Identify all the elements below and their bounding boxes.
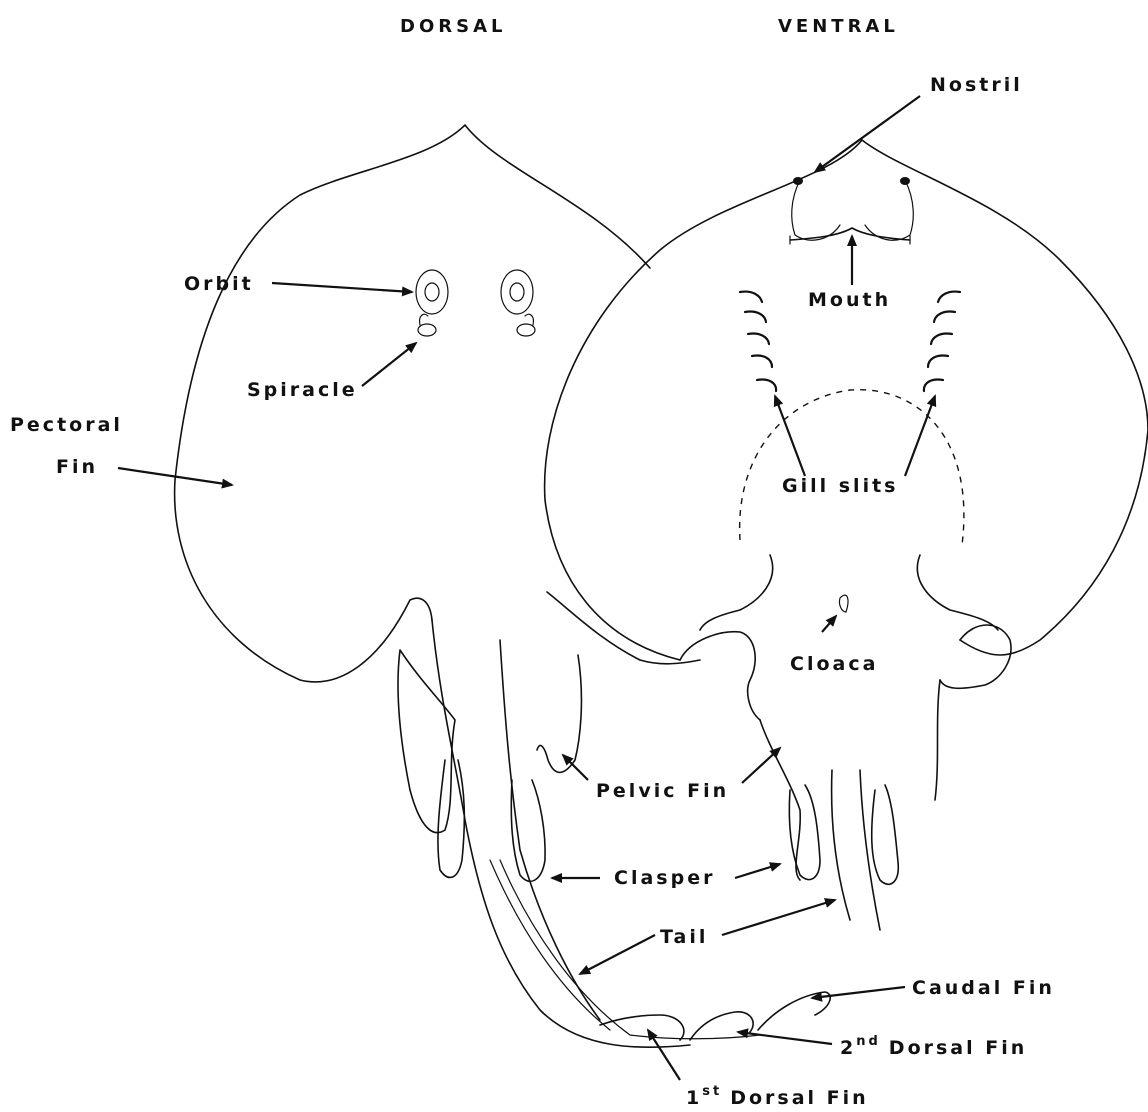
- label-caudal-fin: Caudal Fin: [912, 977, 1055, 999]
- label-pectoral-fin-line2: Fin: [56, 456, 98, 478]
- ventral-cloaca-mark: [839, 595, 848, 612]
- label-spiracle: Spiracle: [247, 379, 358, 401]
- label-tail: Tail: [660, 926, 708, 948]
- label-pectoral-fin-line1: Pectoral: [10, 414, 123, 436]
- label-nostril: Nostril: [930, 74, 1023, 96]
- label-gill-slits: Gill slits: [782, 475, 898, 497]
- dorsal-right-orbit: [501, 270, 533, 314]
- dorsal-ray-body: [175, 125, 831, 1047]
- dorsal-right-spiracle: [517, 314, 535, 336]
- label-mouth: Mouth: [808, 289, 891, 311]
- label-second-dorsal-num: 2: [840, 1037, 856, 1059]
- label-first-dorsal-rest: Dorsal Fin: [730, 1087, 868, 1109]
- dorsal-left-spiracle: [418, 314, 436, 336]
- label-second-dorsal-fin: 2nd Dorsal Fin: [840, 1034, 1027, 1059]
- label-cloaca: Cloaca: [790, 653, 878, 675]
- ventral-nostrils-and-mouth: [790, 177, 913, 244]
- label-second-dorsal-rest: Dorsal Fin: [889, 1037, 1027, 1059]
- label-first-dorsal-sup: st: [702, 1084, 722, 1099]
- label-second-dorsal-sup: nd: [856, 1034, 881, 1049]
- dorsal-header: DORSAL: [400, 16, 506, 37]
- dorsal-left-orbit: [416, 270, 448, 314]
- label-clasper: Clasper: [614, 867, 715, 889]
- ventral-header: VENTRAL: [778, 16, 899, 37]
- label-first-dorsal-num: 1: [686, 1087, 702, 1109]
- label-orbit: Orbit: [184, 273, 254, 295]
- label-first-dorsal-fin: 1st Dorsal Fin: [686, 1084, 869, 1109]
- label-pelvic-fin: Pelvic Fin: [596, 780, 729, 802]
- ventral-ray-body: [545, 140, 1148, 930]
- ventral-dashed-girdle: [740, 390, 964, 545]
